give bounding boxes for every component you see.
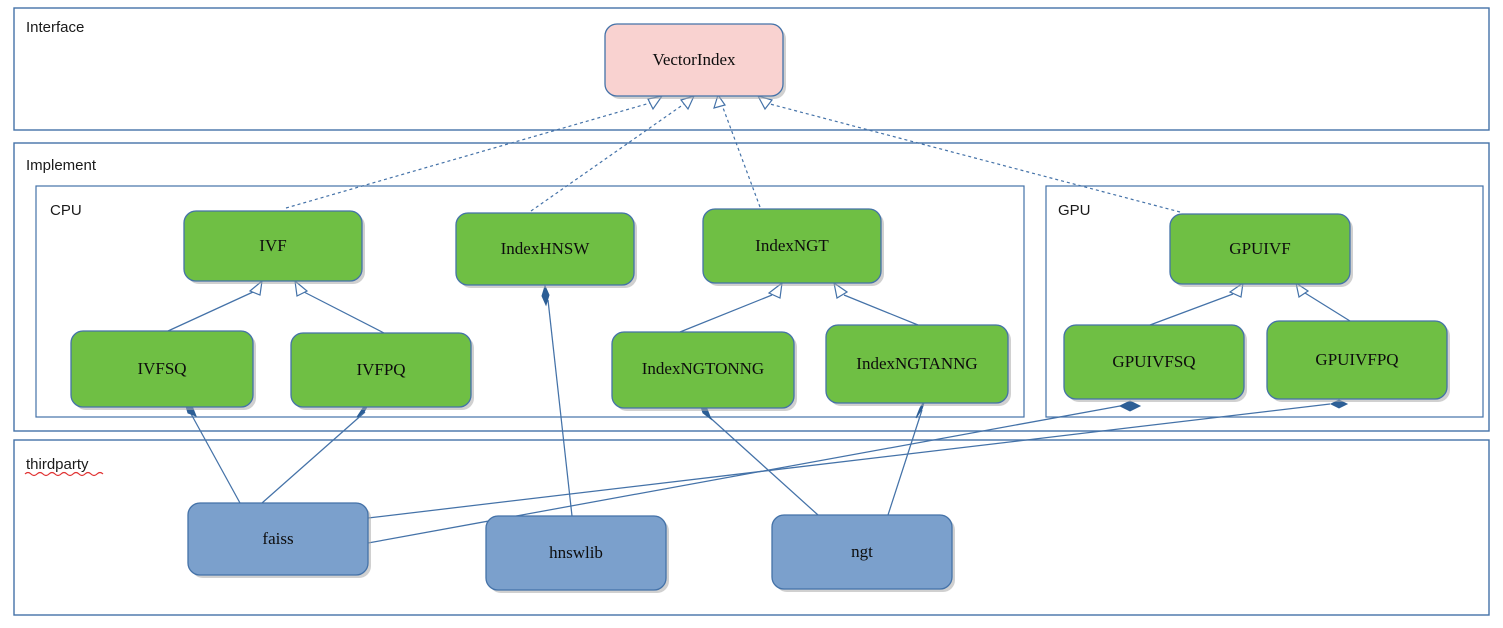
node-ngt-label: ngt (851, 542, 873, 561)
node-vectorindex[interactable]: VectorIndex (604, 23, 786, 99)
group-cpu-frame (35, 185, 1025, 418)
node-gpuivf-box[interactable] (1169, 213, 1351, 285)
node-indexngt-box[interactable] (702, 208, 882, 284)
node-gpuivfsq[interactable]: GPUIVFSQ (1063, 324, 1247, 402)
group-cpu: CPU (35, 185, 1025, 418)
generalization-arrow-icon (767, 281, 783, 299)
node-ivfsq-box[interactable] (70, 330, 254, 408)
node-indexngtanng-label: IndexNGTANNG (856, 354, 977, 373)
spellcheck-underline-icon (24, 471, 104, 477)
generalization-arrow-icon (294, 279, 309, 297)
group-interface-label: Interface (26, 19, 84, 36)
node-vectorindex-label: VectorIndex (652, 50, 736, 69)
composition-diamond-icon (541, 284, 550, 307)
edge-indexngtanng-indexngt (833, 281, 919, 326)
node-indexhnsw-box[interactable] (455, 212, 635, 286)
node-hnswlib-label: hnswlib (549, 543, 603, 562)
group-cpu-label: CPU (50, 202, 82, 219)
node-indexngtanng-box[interactable] (825, 324, 1009, 404)
edge-indexngtonng-indexngt (679, 281, 783, 333)
node-indexngtanng[interactable]: IndexNGTANNG (825, 324, 1011, 406)
group-gpu-frame (1045, 185, 1484, 418)
node-gpuivfpq[interactable]: GPUIVFPQ (1266, 320, 1450, 402)
group-thirdparty-label: thirdparty (26, 456, 89, 473)
composition-diamond-icon (1118, 400, 1142, 412)
node-gpuivfsq-box[interactable] (1063, 324, 1245, 400)
node-ivf-label: IVF (259, 236, 286, 255)
node-ngt[interactable]: ngt (771, 514, 955, 592)
node-ivfpq-box[interactable] (290, 332, 472, 408)
node-indexngt-label: IndexNGT (755, 236, 829, 255)
group-implement-label: Implement (26, 157, 97, 174)
node-gpuivfpq-box[interactable] (1266, 320, 1448, 400)
edge-ivfpq-ivf (294, 279, 385, 334)
edge-ivfsq-ivf (167, 279, 263, 332)
node-indexngtonng[interactable]: IndexNGTONNG (611, 331, 797, 411)
node-gpuivf-label: GPUIVF (1229, 239, 1290, 258)
node-hnswlib-box[interactable] (485, 515, 667, 591)
node-faiss-label: faiss (262, 529, 293, 548)
node-ivf[interactable]: IVF (183, 210, 365, 284)
group-gpu-label: GPU (1058, 202, 1091, 219)
node-indexngtonng-label: IndexNGTONNG (642, 359, 764, 378)
node-ivfsq-label: IVFSQ (137, 359, 186, 378)
node-ngt-box[interactable] (771, 514, 953, 590)
node-hnswlib[interactable]: hnswlib (485, 515, 669, 593)
edge-indexngt-vectorindex (713, 93, 761, 208)
node-ivf-box[interactable] (183, 210, 363, 282)
node-indexhnsw[interactable]: IndexHNSW (455, 212, 637, 288)
node-ivfsq[interactable]: IVFSQ (70, 330, 256, 410)
node-gpuivfpq-label: GPUIVFPQ (1315, 350, 1398, 369)
generalization-arrow-icon (248, 279, 263, 296)
realization-arrow-icon (713, 93, 726, 109)
group-gpu: GPU (1045, 185, 1484, 418)
group-thirdparty: thirdparty (13, 439, 1490, 616)
node-faiss-box[interactable] (187, 502, 369, 576)
generalization-arrow-icon (833, 281, 849, 299)
group-thirdparty-frame (13, 439, 1490, 616)
node-gpuivf[interactable]: GPUIVF (1169, 213, 1353, 287)
edge-hnswlib-indexhnsw (541, 284, 573, 517)
node-indexngt[interactable]: IndexNGT (702, 208, 884, 286)
node-gpuivfsq-label: GPUIVFSQ (1112, 352, 1195, 371)
node-ivfpq[interactable]: IVFPQ (290, 332, 474, 410)
node-vectorindex-box[interactable] (604, 23, 784, 97)
node-ivfpq-label: IVFPQ (356, 360, 405, 379)
node-faiss[interactable]: faiss (187, 502, 371, 578)
node-indexhnsw-label: IndexHNSW (501, 239, 591, 258)
node-indexngtonng-box[interactable] (611, 331, 795, 409)
